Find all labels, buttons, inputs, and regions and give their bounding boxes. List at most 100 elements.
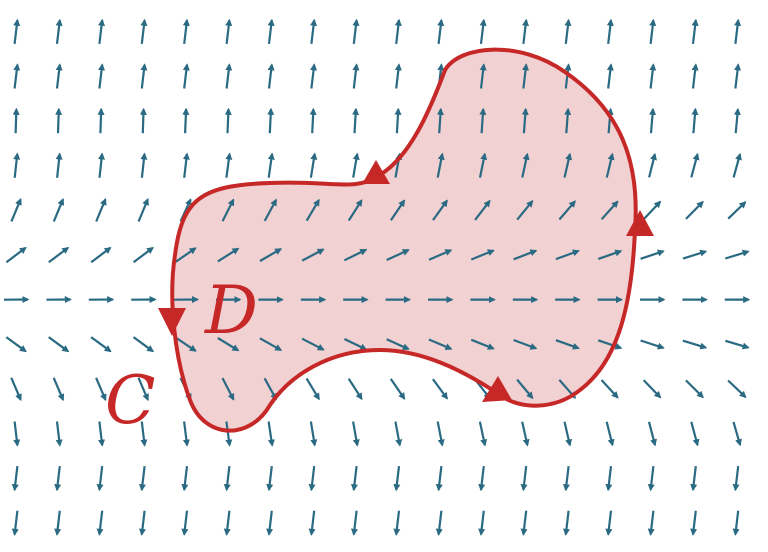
vector-field-arrow-icon <box>555 339 580 350</box>
vector-field-arrow-icon <box>352 63 360 89</box>
orientation-arrow-icon <box>482 376 512 402</box>
vector-field-arrow-icon <box>733 107 741 134</box>
vector-field-arrow-icon <box>132 246 154 264</box>
vector-field-arrow-icon <box>732 421 742 447</box>
vector-field-arrow-icon <box>309 107 317 134</box>
vector-field-arrow-icon <box>386 338 410 351</box>
vector-field-arrow-icon <box>263 377 278 401</box>
vector-field-arrow-icon <box>555 249 580 261</box>
vector-field-arrow-icon <box>310 18 318 45</box>
vector-field-arrow-icon <box>309 152 318 178</box>
vector-field-arrow-icon <box>386 249 410 261</box>
vector-field-arrow-icon <box>5 336 27 353</box>
vector-field-arrow-icon <box>605 421 615 447</box>
vector-field-arrow-icon <box>132 336 155 353</box>
vector-field-arrow-icon <box>223 465 231 492</box>
vector-field-arrow-icon <box>13 63 21 89</box>
vector-field-arrow-icon <box>95 377 107 402</box>
vector-field-arrow-icon <box>597 339 623 350</box>
vector-field-arrow-icon <box>182 63 190 89</box>
vector-field-arrow-icon <box>96 510 104 536</box>
vector-field-arrow-icon <box>217 337 240 352</box>
vector-field-arrow-icon <box>649 107 657 134</box>
vector-field-arrow-icon <box>389 378 406 400</box>
vector-field-arrow-icon <box>309 421 318 447</box>
vector-field-arrow-icon <box>182 152 190 178</box>
vector-field-arrow-icon <box>55 152 63 178</box>
vector-field-arrow-icon <box>352 18 360 45</box>
vector-field-arrow-icon <box>138 510 146 536</box>
vector-field-arrow-icon <box>732 465 740 492</box>
vector-field-arrow-icon <box>734 18 742 45</box>
vector-field-arrow-icon <box>605 510 613 536</box>
vector-field-arrow-icon <box>394 18 402 45</box>
vector-field-arrow-icon <box>137 197 149 222</box>
vector-field-arrow-icon <box>562 465 570 492</box>
vector-field-arrow-icon <box>225 18 233 45</box>
vector-field-arrow-icon <box>259 337 283 352</box>
vector-field-arrow-icon <box>267 63 275 89</box>
vector-field-arrow-icon <box>140 18 148 45</box>
vector-field-arrow-icon <box>140 421 148 447</box>
vector-field-arrow-icon <box>516 200 534 221</box>
vector-field-arrow-icon <box>175 247 197 263</box>
vector-field-arrow-icon <box>606 63 614 89</box>
vector-field-arrow-icon <box>724 339 750 350</box>
vector-field-arrow-icon <box>352 107 360 134</box>
vector-field-arrow-icon <box>432 199 448 221</box>
vector-field-arrow-icon <box>267 421 275 447</box>
vector-field-arrow-icon <box>605 465 613 492</box>
vector-field-arrow-icon <box>428 249 453 261</box>
orientation-arrow-icon <box>362 160 390 184</box>
vector-field-arrow-icon <box>649 63 657 89</box>
vector-field-arrow-icon <box>605 152 615 178</box>
vector-field-arrow-icon <box>727 379 747 399</box>
vector-field-arrow-icon <box>347 199 363 222</box>
vector-field-arrow-icon <box>522 63 530 89</box>
orientation-arrow-icon <box>626 210 654 236</box>
vector-field-arrow-icon <box>225 63 233 89</box>
vector-field-arrow-icon <box>732 152 742 178</box>
vector-field-arrow-icon <box>513 338 538 350</box>
vector-field-arrow-icon <box>393 510 401 536</box>
vector-field-arrow-icon <box>48 246 70 264</box>
vector-field-arrow-icon <box>137 377 149 402</box>
vector-field-arrow-icon <box>225 421 233 447</box>
vector-field-arrow-icon <box>724 249 750 260</box>
vector-field-arrow-icon <box>690 465 698 492</box>
vector-field-arrow-icon <box>649 18 657 45</box>
vector-field-arrow-icon <box>690 421 700 447</box>
vector-field-arrow-icon <box>394 107 402 134</box>
vector-field-arrow-icon <box>55 18 63 45</box>
vector-field-arrow-icon <box>520 510 528 536</box>
vector-field-arrow-icon <box>181 510 189 536</box>
vector-field-arrow-icon <box>563 152 573 178</box>
region-d-fill <box>172 49 636 431</box>
vector-field-arrow-icon <box>516 378 534 400</box>
vector-field-arrow-icon <box>564 18 572 45</box>
vector-field-arrow-icon <box>98 421 106 447</box>
vector-field-arrow-icon <box>478 465 486 492</box>
vector-field-arrow-icon <box>435 465 443 492</box>
vector-field-arrow-icon <box>691 107 699 134</box>
vector-field-arrow-icon <box>10 197 22 222</box>
vector-field-arrow-icon <box>263 198 278 222</box>
vector-field-arrow-icon <box>647 465 655 492</box>
vector-field-arrow-icon <box>352 152 360 178</box>
vector-field-arrow-icon <box>224 107 232 134</box>
vector-field-arrow-icon <box>352 421 360 447</box>
vector-field-arrow-icon <box>308 465 316 492</box>
vector-field-arrow-icon <box>138 465 146 492</box>
vector-field-arrow-icon <box>432 378 448 400</box>
vector-field-arrow-icon <box>11 465 19 492</box>
vector-field-arrow-icon <box>479 107 487 134</box>
vector-field-arrow-icon <box>436 107 444 134</box>
vector-field-arrow-icon <box>13 152 21 178</box>
vector-field-arrow-icon <box>266 465 274 492</box>
vector-field-arrow-icon <box>727 201 747 220</box>
vector-field-arrow-icon <box>308 510 316 536</box>
vector-field-arrow-icon <box>259 248 283 262</box>
vector-field-arrow-icon <box>691 18 699 45</box>
vector-field-arrow-icon <box>470 338 495 350</box>
